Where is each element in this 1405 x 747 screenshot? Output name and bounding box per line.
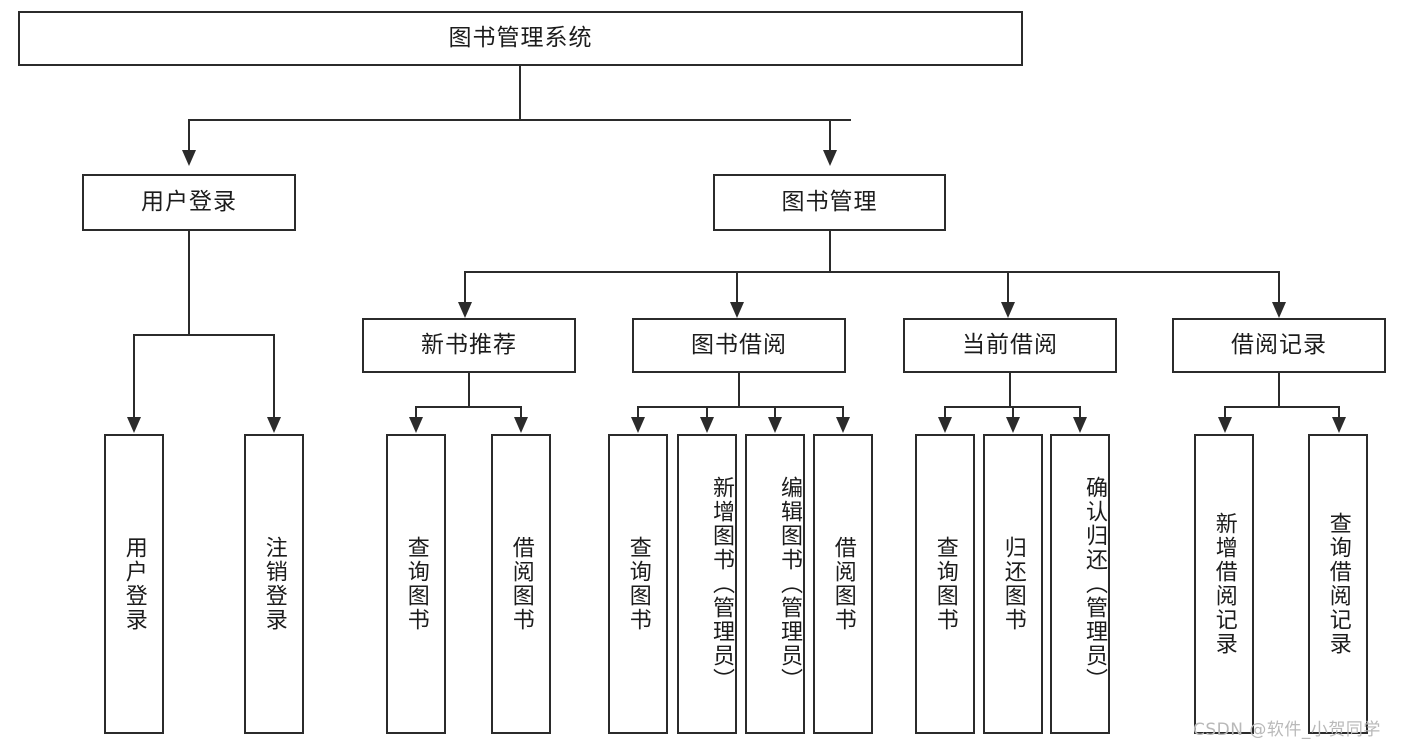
- node-label: 新增图书（管理员）: [709, 476, 734, 692]
- node-book-borrow[interactable]: 图书借阅: [632, 318, 846, 373]
- leaf-query-book-new-recommend[interactable]: 查询图书: [386, 434, 446, 734]
- leaf-query-book-current[interactable]: 查询图书: [915, 434, 975, 734]
- node-user-login[interactable]: 用户登录: [82, 174, 296, 231]
- arrow-to-leaf-query-book-2: [631, 417, 645, 433]
- leaf-add-borrow-record[interactable]: 新增借阅记录: [1194, 434, 1254, 734]
- leaf-borrow-book-borrow[interactable]: 借阅图书: [813, 434, 873, 734]
- arrow-to-leaf-add-book: [700, 417, 714, 433]
- leaf-logout-login[interactable]: 注销登录: [244, 434, 304, 734]
- connector-user-login-leaf1: [133, 334, 135, 418]
- connector-nbr-bus: [415, 406, 522, 408]
- node-label: 查询图书: [403, 536, 429, 632]
- connector-root-to-user-login: [188, 119, 190, 151]
- connector-cb-leaf2: [1012, 406, 1014, 418]
- connector-br-leaf1: [1224, 406, 1226, 418]
- node-label: 编辑图书（管理员）: [777, 476, 802, 692]
- connector-root-bus: [188, 119, 851, 121]
- connector-root-down: [519, 66, 521, 120]
- node-label: 图书管理: [781, 188, 878, 215]
- connector-nbr-leaf1: [415, 406, 417, 418]
- arrow-to-leaf-query-record: [1332, 417, 1346, 433]
- connector-bb-leaf2: [706, 406, 708, 418]
- connector-to-borrow-record: [1278, 271, 1280, 303]
- connector-nbr-down: [468, 373, 470, 407]
- node-label: 确认归还（管理员）: [1082, 476, 1107, 692]
- arrow-to-leaf-query-book-3: [938, 417, 952, 433]
- leaf-query-borrow-record[interactable]: 查询借阅记录: [1308, 434, 1368, 734]
- leaf-query-book-borrow[interactable]: 查询图书: [608, 434, 668, 734]
- node-book-management[interactable]: 图书管理: [713, 174, 946, 231]
- leaf-return-book[interactable]: 归还图书: [983, 434, 1043, 734]
- connector-to-current-borrow: [1007, 271, 1009, 303]
- node-label: 新增借阅记录: [1211, 512, 1237, 656]
- node-label: 查询图书: [625, 536, 651, 632]
- connector-bb-leaf1: [637, 406, 639, 418]
- arrow-to-current-borrow: [1001, 302, 1015, 318]
- connector-level3-bus: [464, 271, 1280, 273]
- connector-br-leaf2: [1338, 406, 1340, 418]
- arrow-to-borrow-record: [1272, 302, 1286, 318]
- node-label: 当前借阅: [962, 331, 1058, 358]
- arrow-to-leaf-borrow-book-2: [836, 417, 850, 433]
- node-label: 注销登录: [261, 536, 287, 632]
- node-label: 图书借阅: [691, 331, 787, 358]
- connector-book-manage-down: [829, 231, 831, 272]
- connector-cb-leaf3: [1079, 406, 1081, 418]
- arrow-to-leaf-user-login: [127, 417, 141, 433]
- node-label: 用户登录: [141, 188, 237, 215]
- connector-cb-leaf1: [944, 406, 946, 418]
- arrow-to-leaf-query-book-1: [409, 417, 423, 433]
- connector-bb-leaf4: [842, 406, 844, 418]
- arrow-to-leaf-logout-login: [267, 417, 281, 433]
- connector-user-login-bus: [133, 334, 275, 336]
- arrow-to-leaf-add-record: [1218, 417, 1232, 433]
- arrow-to-leaf-confirm-return: [1073, 417, 1087, 433]
- node-label: 图书管理系统: [448, 24, 593, 51]
- node-borrow-record[interactable]: 借阅记录: [1172, 318, 1386, 373]
- connector-user-login-leaf2: [273, 334, 275, 418]
- node-label: 归还图书: [1000, 536, 1026, 632]
- node-label: 用户登录: [121, 536, 147, 632]
- connector-bb-down: [738, 373, 740, 407]
- leaf-confirm-return-admin[interactable]: 确认归还（管理员）: [1050, 434, 1110, 734]
- node-label: 借阅图书: [508, 536, 534, 632]
- connector-bb-leaf3: [774, 406, 776, 418]
- connector-bb-bus: [637, 406, 844, 408]
- node-label: 新书推荐: [421, 331, 517, 358]
- arrow-to-user-login: [182, 150, 196, 166]
- leaf-user-login[interactable]: 用户登录: [104, 434, 164, 734]
- arrow-to-leaf-return-book: [1006, 417, 1020, 433]
- connector-cb-down: [1009, 373, 1011, 407]
- connector-br-bus: [1224, 406, 1340, 408]
- arrow-to-leaf-borrow-book-1: [514, 417, 528, 433]
- connector-root-to-book-manage: [829, 119, 831, 151]
- arrow-to-book-borrow: [730, 302, 744, 318]
- node-label: 借阅记录: [1231, 331, 1327, 358]
- arrow-to-book-manage: [823, 150, 837, 166]
- node-label: 查询图书: [932, 536, 958, 632]
- connector-user-login-down: [188, 231, 190, 335]
- csdn-watermark: CSDN @软件_小贺同学: [1193, 720, 1381, 740]
- connector-to-book-borrow: [736, 271, 738, 303]
- node-book-management-system[interactable]: 图书管理系统: [18, 11, 1023, 66]
- arrow-to-leaf-edit-book: [768, 417, 782, 433]
- connector-nbr-leaf2: [520, 406, 522, 418]
- connector-br-down: [1278, 373, 1280, 407]
- connector-to-new-book-recommend: [464, 271, 466, 303]
- node-label: 借阅图书: [830, 536, 856, 632]
- leaf-edit-book-admin[interactable]: 编辑图书（管理员）: [745, 434, 805, 734]
- node-new-book-recommend[interactable]: 新书推荐: [362, 318, 576, 373]
- node-label: 查询借阅记录: [1325, 512, 1351, 656]
- arrow-to-new-book-recommend: [458, 302, 472, 318]
- leaf-add-book-admin[interactable]: 新增图书（管理员）: [677, 434, 737, 734]
- node-current-borrow[interactable]: 当前借阅: [903, 318, 1117, 373]
- leaf-borrow-book-new-recommend[interactable]: 借阅图书: [491, 434, 551, 734]
